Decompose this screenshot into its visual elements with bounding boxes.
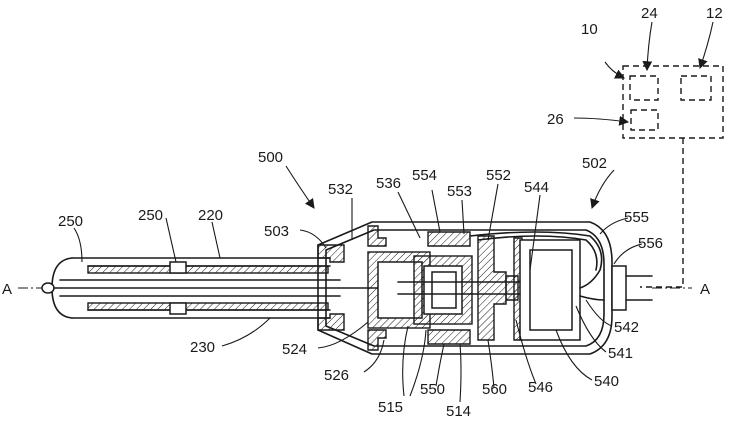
controller-unit: [623, 66, 723, 287]
cord: [626, 276, 652, 300]
label-555: 555: [624, 209, 649, 226]
band-250: [170, 262, 186, 273]
label-10: 10: [581, 21, 598, 38]
tip-end: [42, 283, 54, 293]
label-546: 546: [528, 379, 553, 396]
label-503: 503: [264, 223, 289, 240]
shaft-assembly: [42, 258, 398, 318]
controller-outline: [623, 66, 723, 138]
label-502: 502: [582, 155, 607, 172]
label-541: 541: [608, 345, 633, 362]
label-526: 526: [324, 367, 349, 384]
transmission-552: [478, 236, 506, 340]
collar-503: [318, 245, 344, 262]
label-550: 550: [420, 381, 445, 398]
seal-554: [428, 232, 470, 246]
label-554: 554: [412, 167, 437, 184]
label-515: 515: [378, 399, 403, 416]
label-250-mid: 250: [138, 207, 163, 224]
label-542: 542: [614, 319, 639, 336]
block-532: [368, 226, 386, 246]
block-532-lower: [368, 330, 386, 350]
label-556: 556: [638, 235, 663, 252]
label-axis-a-left: A: [2, 281, 12, 298]
label-524: 524: [282, 341, 307, 358]
handpiece-housing: [318, 222, 652, 354]
label-12: 12: [706, 5, 723, 22]
tube-wall-upper: [88, 266, 328, 273]
label-24: 24: [641, 5, 658, 22]
controller-module-26: [631, 110, 658, 130]
controller-module-24: [630, 76, 658, 100]
reference-numerals: 10 24 12 26 500 502 532 536 554 553 552 …: [2, 5, 723, 420]
label-553: 553: [447, 183, 472, 200]
label-544: 544: [524, 179, 549, 196]
label-220: 220: [198, 207, 223, 224]
collar-503-lower: [318, 314, 344, 330]
controller-module-12: [681, 76, 711, 100]
label-26: 26: [547, 111, 564, 128]
label-540: 540: [594, 373, 619, 390]
label-560: 560: [482, 381, 507, 398]
motor-core: [530, 250, 572, 330]
band-250-lower: [170, 303, 186, 314]
label-250-left: 250: [58, 213, 83, 230]
label-552: 552: [486, 167, 511, 184]
connector-556: [612, 266, 626, 310]
seal-550: [428, 330, 470, 344]
label-532: 532: [328, 181, 353, 198]
label-axis-a-right: A: [700, 281, 710, 298]
label-230: 230: [190, 339, 215, 356]
cup-core: [432, 272, 456, 308]
tube-wall-lower: [88, 303, 328, 310]
label-500: 500: [258, 149, 283, 166]
label-514: 514: [446, 403, 471, 420]
label-536: 536: [376, 175, 401, 192]
